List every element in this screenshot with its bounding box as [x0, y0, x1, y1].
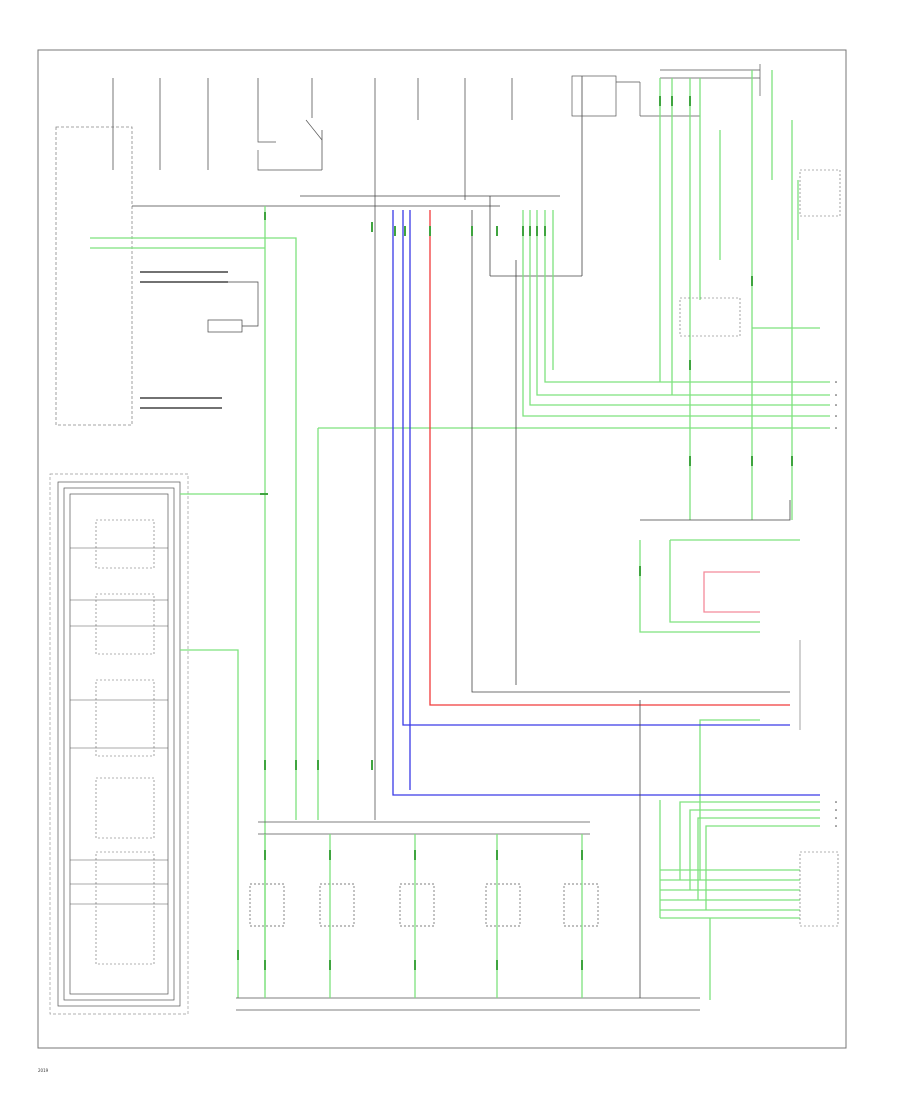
sensor-5 [563, 883, 599, 927]
sensor-4 [485, 883, 521, 927]
switch-panel [49, 473, 189, 1015]
resistor [207, 319, 243, 333]
sensor-3 [399, 883, 435, 927]
blue-wires [392, 210, 820, 796]
left-arrow-connectors [140, 271, 228, 409]
right-module-bottom [799, 851, 839, 927]
switch-2 [95, 593, 155, 655]
right-connector-pins [835, 381, 837, 827]
red-wire-loop [703, 571, 760, 613]
footer-label: 2019 [38, 1068, 49, 1073]
sensor-1 [249, 883, 285, 927]
sensor-row [236, 821, 700, 1011]
top-switches [257, 119, 323, 171]
right-module-upper [679, 297, 741, 337]
red-wire-main [429, 210, 790, 706]
right-module-top [799, 169, 841, 217]
sensor-2 [319, 883, 355, 927]
diagram-frame [37, 49, 847, 1049]
switch-1 [95, 519, 155, 569]
connector-marks [237, 96, 793, 970]
relay-box [571, 75, 617, 117]
switch-5 [95, 851, 155, 965]
control-module-top-left [55, 126, 133, 426]
switch-3 [95, 679, 155, 757]
switch-4 [95, 777, 155, 839]
